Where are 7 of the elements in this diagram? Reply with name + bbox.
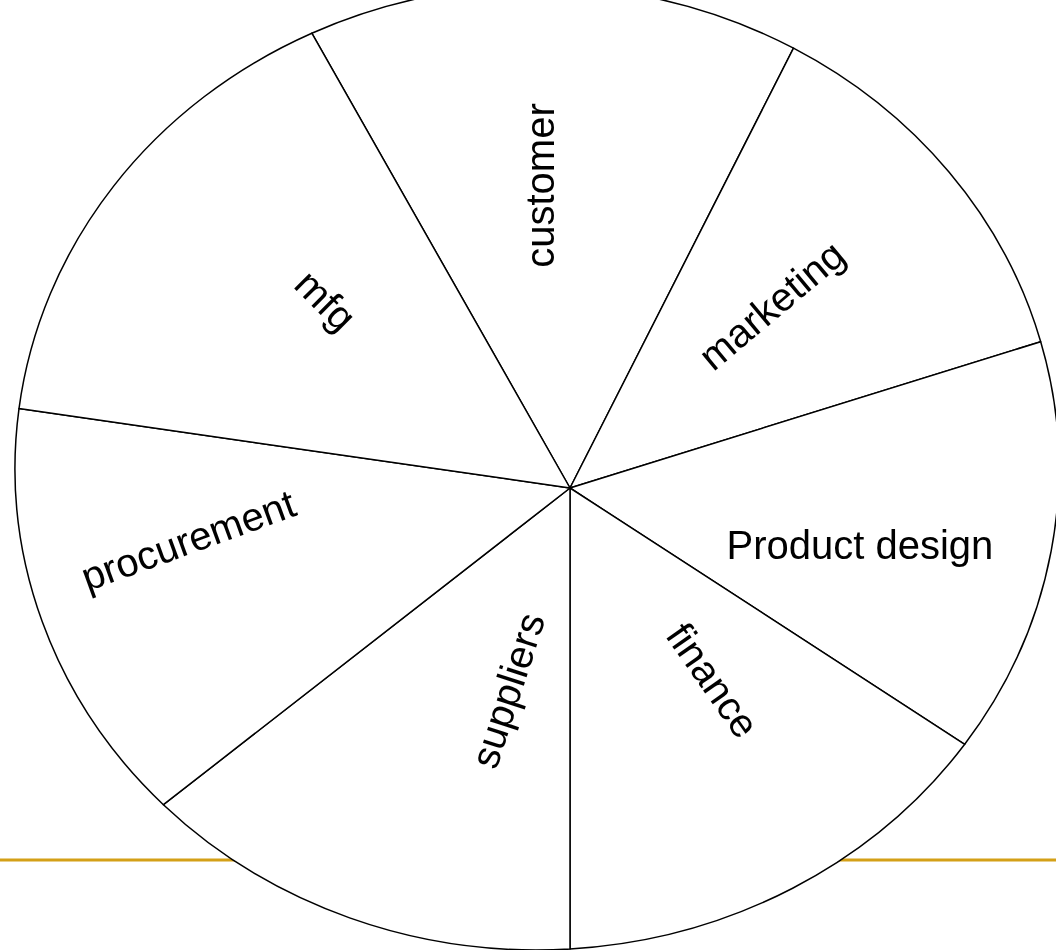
sector-label: mfg bbox=[285, 260, 365, 340]
sector-label: Product design bbox=[726, 522, 994, 568]
wheel-sector bbox=[14, 407, 571, 806]
wheel-sector bbox=[18, 32, 571, 489]
wheel-sector bbox=[569, 47, 1042, 489]
sector-label: customer bbox=[517, 102, 563, 268]
sector-label: suppliers bbox=[461, 606, 555, 774]
